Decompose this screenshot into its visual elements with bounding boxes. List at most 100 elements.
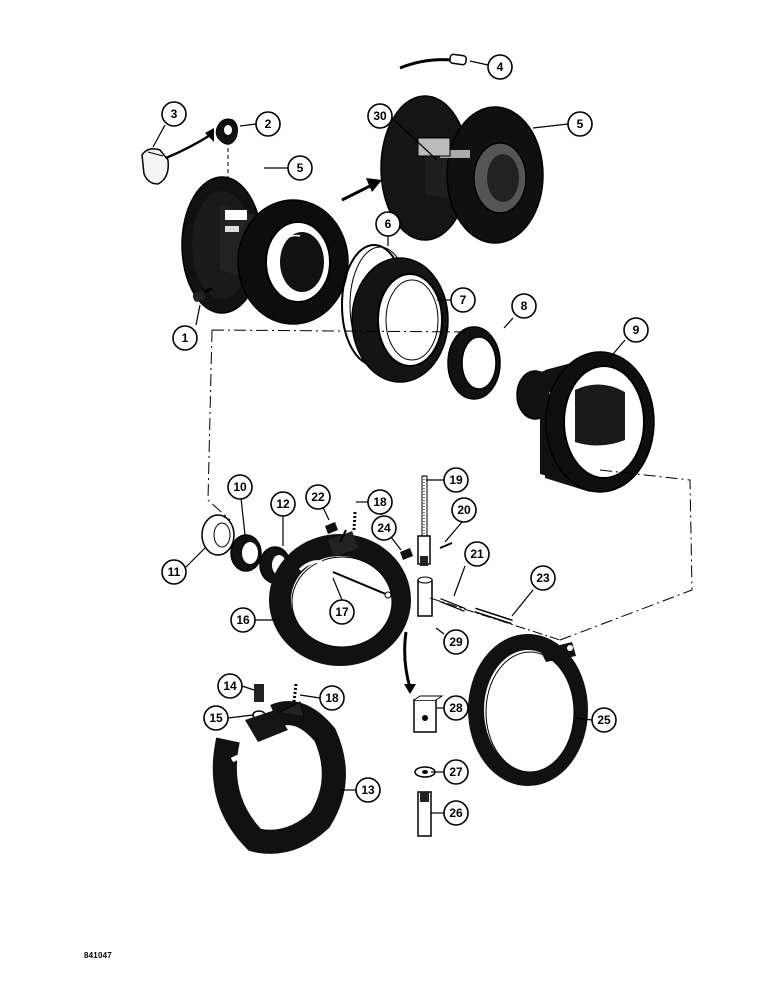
svg-text:6: 6 bbox=[385, 217, 392, 231]
part-5-drum-left bbox=[181, 176, 349, 325]
assembly-reference-line-2 bbox=[429, 597, 561, 641]
svg-text:24: 24 bbox=[377, 521, 391, 535]
svg-text:18: 18 bbox=[325, 691, 339, 705]
svg-text:12: 12 bbox=[276, 497, 290, 511]
svg-text:17: 17 bbox=[335, 605, 349, 619]
callout-9: 9 bbox=[623, 317, 649, 343]
part-4-cable bbox=[399, 53, 467, 70]
callout-5-right: 5 bbox=[567, 111, 593, 137]
assembly-reference-line bbox=[207, 329, 693, 641]
callout-30: 30 bbox=[367, 103, 393, 129]
svg-text:27: 27 bbox=[449, 765, 463, 779]
svg-text:26: 26 bbox=[449, 806, 463, 820]
callout-12: 12 bbox=[270, 491, 296, 517]
callout-28: 28 bbox=[443, 695, 469, 721]
part-18-pin-upper bbox=[352, 511, 357, 531]
callout-24: 24 bbox=[371, 515, 397, 541]
svg-text:7: 7 bbox=[460, 293, 467, 307]
svg-text:9: 9 bbox=[633, 323, 640, 337]
part-7-bearing bbox=[351, 257, 449, 383]
callout-6: 6 bbox=[375, 211, 401, 237]
svg-text:23: 23 bbox=[536, 571, 550, 585]
part-26-pin bbox=[417, 791, 432, 837]
svg-text:2: 2 bbox=[265, 117, 272, 131]
svg-text:1: 1 bbox=[182, 331, 189, 345]
svg-text:30: 30 bbox=[373, 109, 387, 123]
callout-17: 17 bbox=[329, 599, 355, 625]
part-18-pin-lower bbox=[292, 683, 298, 703]
svg-text:20: 20 bbox=[457, 503, 471, 517]
callout-21: 21 bbox=[464, 541, 490, 567]
part-30-hub bbox=[417, 137, 451, 157]
svg-text:21: 21 bbox=[470, 547, 484, 561]
svg-text:11: 11 bbox=[168, 565, 181, 579]
svg-text:19: 19 bbox=[449, 473, 463, 487]
svg-text:18: 18 bbox=[373, 495, 387, 509]
part-27-washer bbox=[414, 766, 436, 778]
svg-text:15: 15 bbox=[209, 711, 223, 725]
assembly-arrow-down bbox=[403, 631, 416, 694]
part-11-washer bbox=[201, 514, 235, 556]
callout-4: 4 bbox=[487, 54, 513, 80]
part-17-pin bbox=[332, 571, 392, 599]
part-22-nut bbox=[325, 522, 338, 534]
callout-8: 8 bbox=[511, 293, 537, 319]
callout-10: 10 bbox=[227, 474, 253, 500]
svg-text:22: 22 bbox=[311, 490, 325, 504]
part-14-bolt bbox=[254, 684, 264, 702]
part-24-nut bbox=[400, 548, 413, 560]
callout-7: 7 bbox=[450, 287, 476, 313]
callout-22: 22 bbox=[305, 484, 331, 510]
part-28-block bbox=[413, 695, 444, 733]
callout-18-lower: 18 bbox=[319, 685, 345, 711]
callout-2: 2 bbox=[255, 111, 281, 137]
callout-5-left: 5 bbox=[287, 155, 313, 181]
svg-text:28: 28 bbox=[449, 701, 463, 715]
part-1-screw bbox=[192, 287, 213, 302]
part-29-rod bbox=[417, 576, 433, 617]
part-8-ring bbox=[447, 326, 501, 400]
part-25-brake-band bbox=[468, 634, 588, 786]
svg-text:8: 8 bbox=[521, 299, 528, 313]
svg-text:5: 5 bbox=[577, 117, 584, 131]
part-9-housing bbox=[516, 351, 655, 493]
callout-25: 25 bbox=[591, 707, 617, 733]
callout-14: 14 bbox=[217, 673, 243, 699]
callout-3: 3 bbox=[161, 101, 187, 127]
part-clevis bbox=[417, 535, 431, 566]
part-10-bearing bbox=[230, 534, 262, 572]
part-13-brake-band bbox=[212, 701, 346, 854]
part-2-washer bbox=[215, 118, 238, 145]
part-19-rod bbox=[421, 475, 428, 537]
callout-20: 20 bbox=[451, 497, 477, 523]
svg-text:13: 13 bbox=[361, 783, 375, 797]
callout-27: 27 bbox=[443, 759, 469, 785]
part-20-pin bbox=[439, 542, 453, 549]
callout-11: 11 bbox=[161, 559, 187, 585]
callout-18-upper: 18 bbox=[367, 489, 393, 515]
callout-19: 19 bbox=[443, 467, 469, 493]
svg-text:4: 4 bbox=[497, 60, 504, 74]
svg-text:5: 5 bbox=[297, 161, 304, 175]
callout-13: 13 bbox=[355, 777, 381, 803]
svg-text:10: 10 bbox=[233, 480, 247, 494]
assembly-arrow-3-to-2 bbox=[165, 128, 214, 160]
svg-text:3: 3 bbox=[171, 107, 178, 121]
assembly-arrow-5-to-30 bbox=[341, 178, 382, 202]
svg-text:16: 16 bbox=[236, 613, 250, 627]
callout-15: 15 bbox=[203, 705, 229, 731]
part-23-rod bbox=[474, 607, 513, 625]
callout-1: 1 bbox=[172, 325, 198, 351]
part-3-key bbox=[141, 148, 170, 185]
svg-text:25: 25 bbox=[597, 713, 611, 727]
svg-text:14: 14 bbox=[223, 679, 237, 693]
callout-26: 26 bbox=[443, 800, 469, 826]
callout-16: 16 bbox=[230, 607, 256, 633]
svg-text:29: 29 bbox=[449, 635, 463, 649]
part-5-drum-right bbox=[380, 95, 544, 244]
callout-29: 29 bbox=[443, 629, 469, 655]
leader-lines bbox=[152, 60, 626, 814]
callout-23: 23 bbox=[530, 565, 556, 591]
figure-reference-code: 841047 bbox=[84, 951, 112, 960]
